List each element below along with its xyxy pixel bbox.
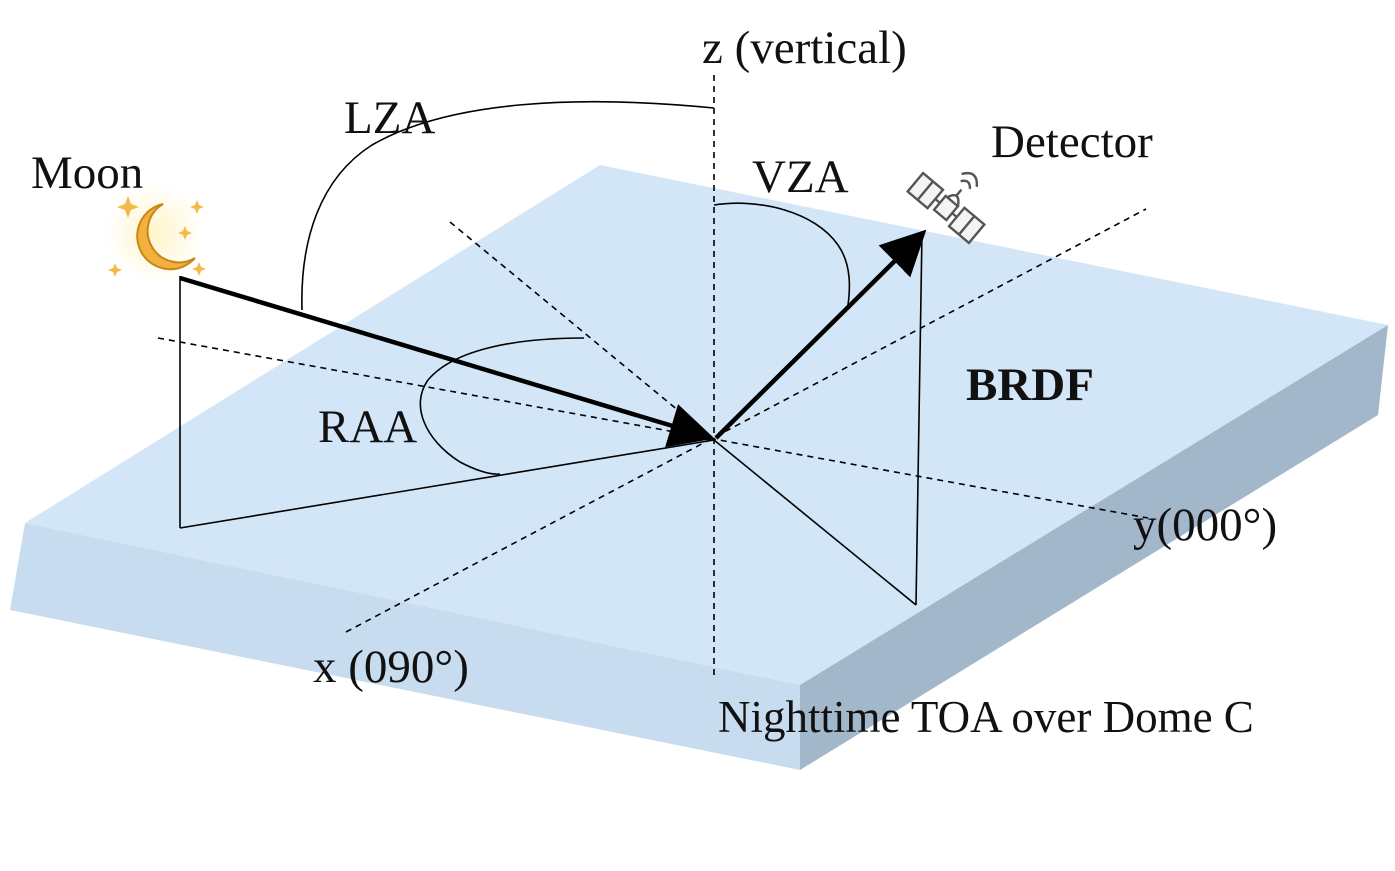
satellite-icon: [905, 171, 987, 245]
crescent-moon-icon: [105, 183, 206, 283]
lza-arc: [301, 100, 715, 311]
moon-ground-projection: [179, 439, 715, 529]
slab-front-face: [10, 523, 800, 770]
detector-label: Detector: [991, 116, 1153, 168]
brdf-label: BRDF: [966, 359, 1094, 411]
lza-label: LZA: [344, 92, 435, 144]
vza-arc: [713, 202, 851, 306]
azimuth-reference-line: [449, 221, 715, 441]
slab-side-face: [800, 325, 1388, 770]
x-axis-label: x (090°): [313, 641, 469, 693]
reference-axes: [157, 75, 1149, 678]
x-axis-line: [345, 208, 1147, 633]
detector-vertical-drop: [915, 231, 923, 606]
geometry-lines: [179, 100, 923, 606]
viewing-vector: [714, 229, 927, 440]
y-axis-line: [157, 337, 1149, 519]
raa-arc: [419, 337, 585, 475]
vza-label: VZA: [752, 151, 849, 203]
y-axis-label: y(000°): [1133, 499, 1277, 551]
detector-ground-projection: [713, 439, 917, 606]
raa-label: RAA: [318, 401, 417, 453]
z-axis-label: z (vertical): [702, 22, 907, 74]
caption-label: Nighttime TOA over Dome C: [718, 692, 1254, 742]
illumination-vector: [179, 275, 715, 448]
surface-slab: [10, 165, 1388, 770]
moon-label: Moon: [31, 147, 143, 199]
